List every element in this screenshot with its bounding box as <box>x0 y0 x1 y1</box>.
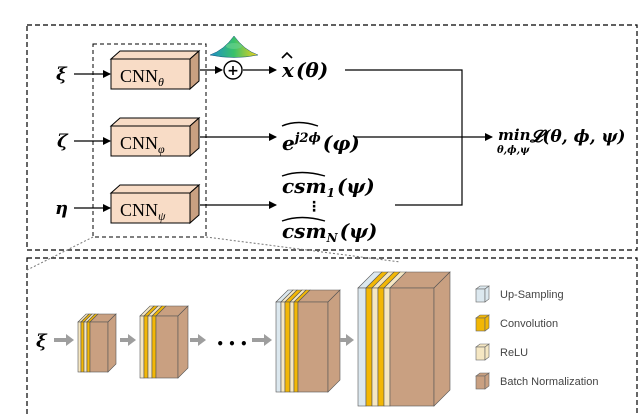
cnn-group-frame <box>92 43 207 238</box>
slab-conv <box>377 271 401 407</box>
legend-label: Up-Sampling <box>500 289 564 301</box>
layer-block-2 <box>139 305 189 379</box>
output-csm-last-base: csm <box>282 219 327 243</box>
input-xi: ξ <box>56 64 68 85</box>
flow-arrow-3 <box>190 334 206 346</box>
combine-symbol: + <box>227 63 239 79</box>
legend-item-relu: ReLU <box>475 343 528 361</box>
surface-plot-icon <box>209 35 259 58</box>
legend-item-batch-normalization: Batch Normalization <box>475 372 598 390</box>
output-image-arg: (θ) <box>296 58 328 82</box>
zoom-line-right <box>205 236 401 263</box>
output-phase-sup: j2ϕ <box>292 131 321 146</box>
combine-operator: + <box>223 60 243 80</box>
legend-item-convolution: Convolution <box>475 314 558 332</box>
svg-text:x(θ): x(θ) <box>281 58 328 82</box>
merge-line-image <box>345 69 463 136</box>
cnn-theta-subscript: θ <box>158 75 164 89</box>
layer-block-4 <box>357 271 451 407</box>
cnn-phi-block: CNNφ <box>109 116 201 158</box>
cnn-theta-block: CNNθ <box>109 49 201 91</box>
legend-label: ReLU <box>500 347 528 359</box>
svg-text:csm1(ψ): csm1(ψ) <box>282 174 375 200</box>
cnn-phi-label: CNN <box>120 133 158 153</box>
cnn-psi-label: CNN <box>120 200 158 220</box>
slab-conv <box>293 289 311 393</box>
legend-item-up-sampling: Up-Sampling <box>475 285 564 303</box>
svg-text:ej2ϕ(φ): ej2ϕ(φ) <box>282 131 360 155</box>
detail-ellipsis: • • • <box>216 337 247 351</box>
objective-args: (θ, ϕ, ψ) <box>542 127 625 147</box>
svg-text:CNNθ: CNNθ <box>120 66 164 89</box>
output-image-symbol: x <box>281 58 295 82</box>
legend-label: Batch Normalization <box>500 376 598 388</box>
legend-label: Convolution <box>500 318 558 330</box>
flow-arrow-4 <box>252 334 272 346</box>
cnn-theta-label: CNN <box>120 66 158 86</box>
output-csm-dots: ⋮ <box>307 199 321 215</box>
detail-input-xi: ξ <box>36 331 48 352</box>
layer-block-1 <box>77 313 117 373</box>
top-dashed-frame <box>26 24 638 251</box>
slab-bn <box>389 271 451 407</box>
objective-min-vars: θ,ϕ,ψ <box>497 145 530 156</box>
output-csm-first-sub: 1 <box>327 186 335 200</box>
flow-arrow-1 <box>54 334 74 346</box>
output-csm-last-sub: N <box>326 231 339 245</box>
layer-block-3 <box>275 289 341 393</box>
cnn-psi-block: CNNψ <box>109 183 201 225</box>
svg-text:CNNφ: CNNφ <box>120 133 165 156</box>
svg-text:csmN(ψ): csmN(ψ) <box>282 219 377 245</box>
merge-line-csm <box>395 136 463 206</box>
flow-arrow-5 <box>340 334 354 346</box>
slab-bn <box>297 289 341 393</box>
output-phase-arg: (φ) <box>323 131 360 155</box>
output-phase-base: e <box>282 131 295 155</box>
objective-function: min θ,ϕ,ψ 𝓛(θ, ϕ, ψ) <box>497 126 625 156</box>
output-csm-first-base: csm <box>282 174 327 198</box>
output-csm-last: csmN(ψ) <box>281 216 377 245</box>
input-zeta: ζ <box>57 131 69 152</box>
output-csm-last-arg: (ψ) <box>340 219 378 243</box>
flow-arrow-2 <box>120 334 136 346</box>
output-csm-first: csm1(ψ) <box>281 171 375 200</box>
output-csm-first-arg: (ψ) <box>337 174 375 198</box>
cnn-phi-subscript: φ <box>158 142 165 156</box>
bottom-dashed-frame <box>26 257 638 415</box>
slab-bn <box>155 305 189 379</box>
input-eta: η <box>55 198 68 219</box>
zoom-line-left <box>26 236 94 271</box>
detail-layer-stack <box>54 271 451 407</box>
slab-bn <box>89 313 117 373</box>
svg-text:𝓛(θ, ϕ, ψ): 𝓛(θ, ϕ, ψ) <box>529 127 625 147</box>
objective-min: min <box>498 126 530 144</box>
output-image: x(θ) <box>281 51 328 82</box>
cnn-psi-subscript: ψ <box>158 209 166 223</box>
svg-text:CNNψ: CNNψ <box>120 200 166 223</box>
output-phase: ej2ϕ(φ) <box>281 121 360 155</box>
